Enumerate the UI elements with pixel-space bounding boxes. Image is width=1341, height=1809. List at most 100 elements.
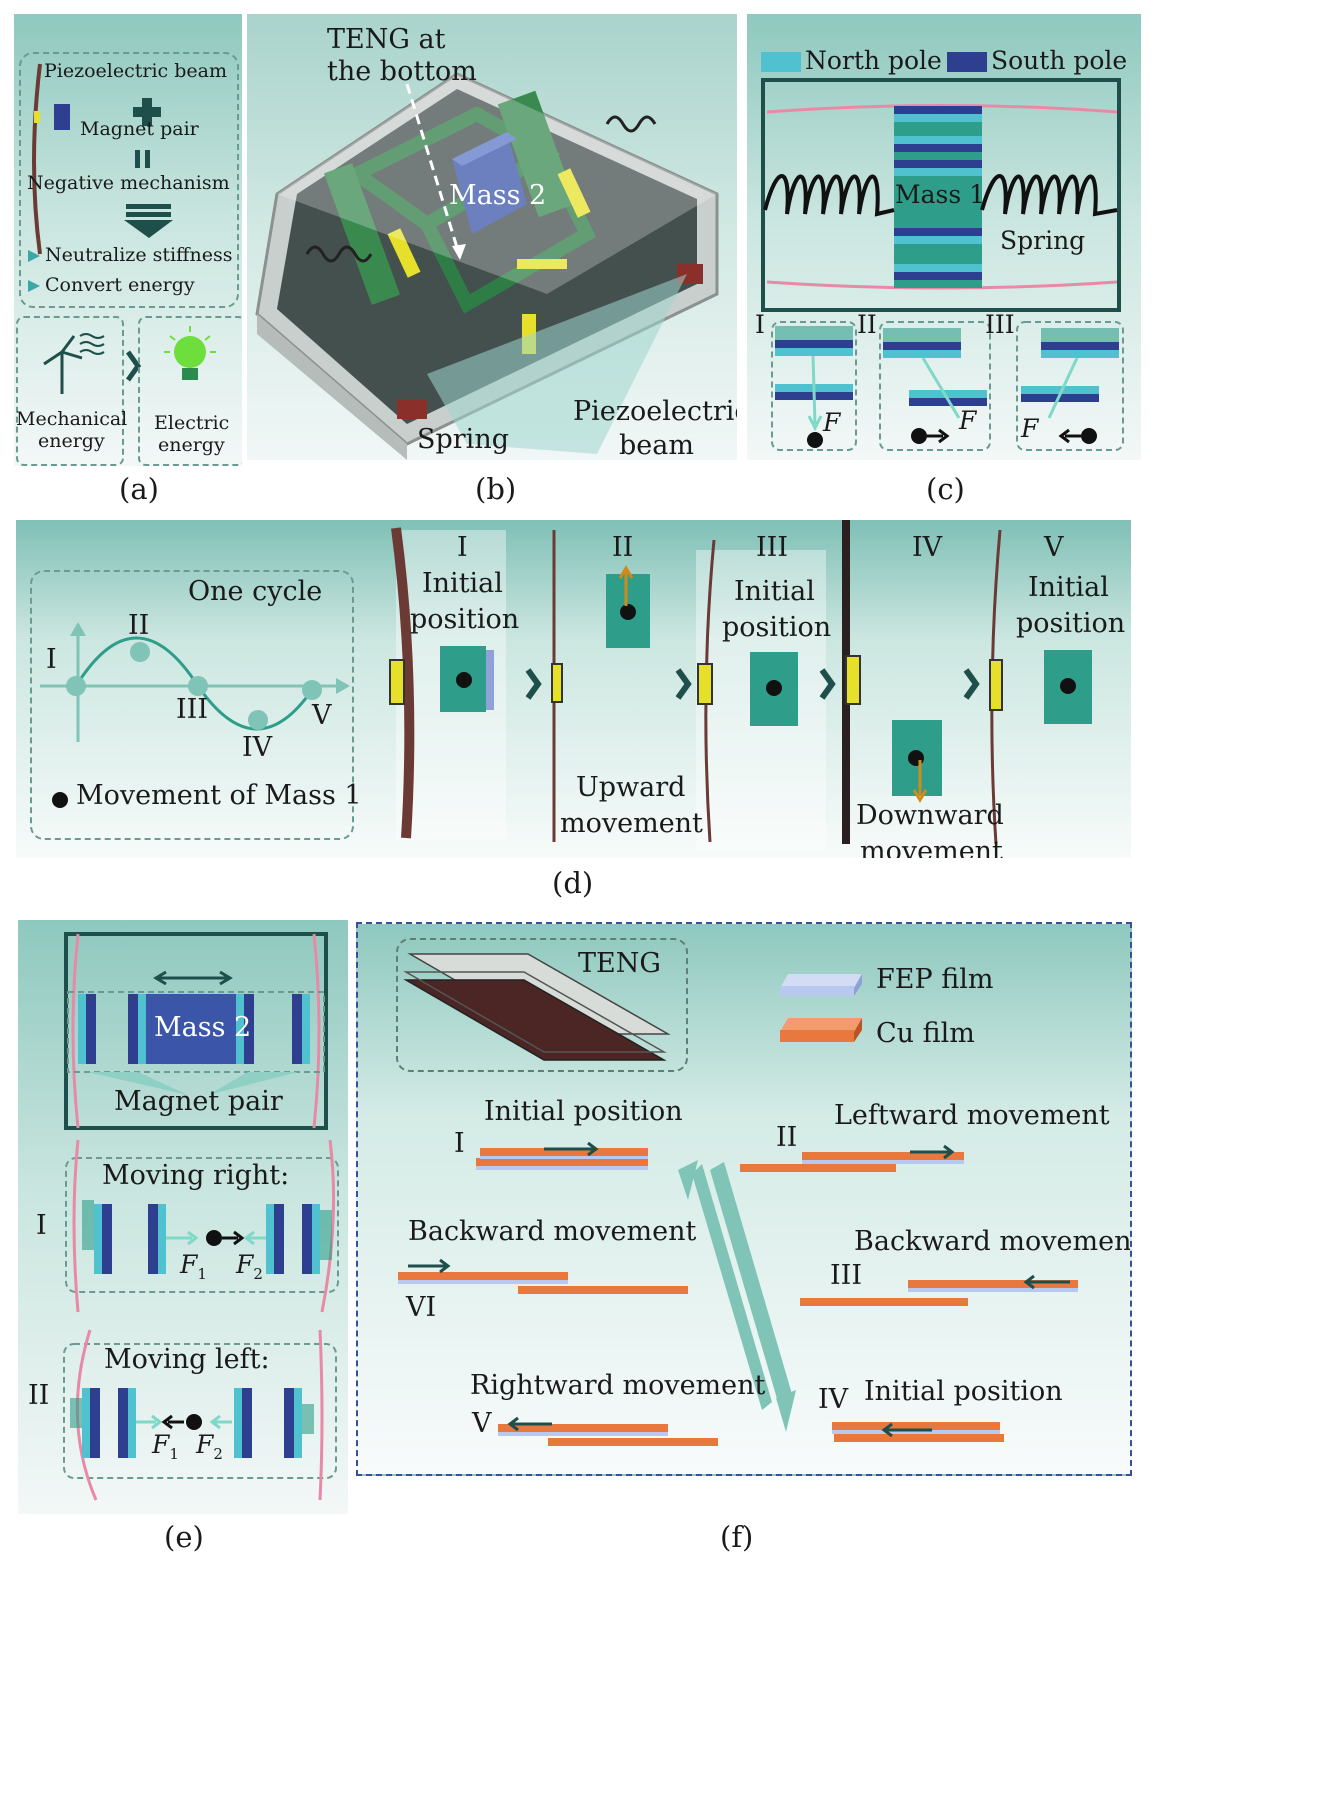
panel-b: TENG at the bottom Mass 2 Spring Piezoel…: [247, 14, 737, 460]
panel-a-graphics: [28, 63, 216, 394]
caption-b: (b): [475, 472, 517, 506]
stage-3-line2: position: [722, 612, 832, 643]
state-4-roman: IV: [818, 1384, 849, 1415]
lightbulb-icon: [164, 326, 216, 380]
moving-left-title: Moving left:: [104, 1344, 270, 1375]
f1-label-2: F1: [152, 1430, 179, 1463]
north-pole-label: North pole: [805, 46, 942, 75]
cycle-double-arrow: [678, 1160, 796, 1432]
caption-a: (a): [119, 472, 159, 506]
down-arrow-icon: [124, 204, 173, 238]
panel-d: One cycle I II III IV V Movement of Mass…: [16, 520, 1131, 858]
stage-3-line1: Initial: [734, 576, 815, 607]
mass-2-label: Mass 2: [154, 1012, 252, 1043]
cycle-box: [30, 570, 354, 840]
cycle-legend: Movement of Mass 1: [76, 780, 362, 811]
cycle-point-4: IV: [242, 732, 273, 763]
upward-label-2: movement: [560, 808, 703, 839]
neutralize-label: Neutralize stiffness: [45, 244, 233, 266]
teng-inset-box: [396, 938, 688, 1072]
caption-d: (d): [552, 866, 594, 900]
force-label-1: F: [823, 408, 841, 437]
panel-f-graphics: [398, 953, 1078, 1446]
mass-2-label: Mass 2: [449, 180, 547, 211]
piezo-beam-label-2: beam: [619, 430, 694, 460]
concept-box: [19, 52, 239, 308]
wind-turbine-icon: [43, 333, 105, 394]
teng-label: TENG: [578, 948, 661, 979]
f2-label-2: F2: [196, 1430, 223, 1463]
cu-label: Cu film: [876, 1018, 975, 1049]
caption-c: (c): [926, 472, 965, 506]
convert-label: Convert energy: [45, 274, 195, 296]
cycle-title: One cycle: [188, 576, 323, 607]
piezo-beam-label: Piezoelectric: [573, 396, 737, 427]
f2-label: F2: [236, 1250, 263, 1283]
fep-label: FEP film: [876, 964, 994, 995]
state-6-roman: VI: [406, 1292, 437, 1323]
panel-a: Piezoelectric beam Magnet pair Negative …: [14, 14, 242, 466]
panel-c: North pole South pole Mass 1 Spring I II…: [747, 14, 1141, 460]
electric-box: [138, 316, 242, 466]
spring-label: Spring: [417, 424, 509, 455]
teng-label: TENG at: [327, 24, 446, 55]
stage-5-line2: position: [1016, 608, 1126, 639]
state-2-label: Leftward movement: [834, 1100, 1110, 1131]
mass-1-frame: [761, 78, 1121, 312]
panel-d-graphics: [40, 520, 1092, 850]
equals-icon: [135, 150, 140, 168]
chevron-right-icon: [125, 350, 142, 382]
state-3-roman: III: [830, 1260, 862, 1291]
case-label-2: II: [28, 1380, 50, 1411]
panel-c-graphics: [761, 52, 1124, 451]
state-5-roman: V: [472, 1408, 492, 1439]
panel-e-graphics: [63, 932, 339, 1501]
f1-label: F1: [180, 1250, 207, 1283]
stage-2-roman: II: [612, 532, 634, 563]
stage-4-roman: IV: [912, 532, 943, 563]
cycle-point-2: II: [128, 610, 150, 641]
cu-swatch: [780, 1018, 862, 1042]
north-pole-swatch: [761, 52, 801, 72]
moving-right-title: Moving right:: [102, 1160, 290, 1191]
state-3-label: Backward movement: [854, 1226, 1132, 1257]
magnet-icon: [54, 104, 70, 130]
cycle-point-1: I: [46, 644, 57, 675]
state-2-roman: II: [776, 1122, 798, 1153]
cycle-point-5: V: [312, 700, 332, 731]
stage-1-line1: Initial: [422, 568, 503, 599]
magnet-pair-label: Magnet pair: [80, 118, 199, 140]
fep-swatch: [780, 974, 862, 996]
cycle-point-3: III: [176, 694, 208, 725]
plus-icon: [133, 98, 161, 126]
panel-e: Mass 2 Magnet pair Moving right: I F1 F2…: [18, 920, 348, 1514]
case-label-1: I: [755, 310, 765, 339]
device-illustration: [255, 72, 719, 460]
caption-e: (e): [164, 1520, 204, 1554]
state-4-label: Initial position: [864, 1376, 1063, 1407]
beam-label: Piezoelectric beam: [44, 60, 227, 82]
negative-mechanism-label: Negative mechanism: [27, 172, 230, 194]
bullet-arrow-icon-2: [28, 280, 40, 292]
teng-panel: [427, 274, 687, 454]
case-label-1: I: [36, 1210, 47, 1241]
mechanical-box: [16, 316, 124, 466]
mass-2-block: [146, 994, 236, 1064]
upward-label: Upward: [576, 772, 686, 803]
downward-label-2: movement: [860, 836, 1003, 858]
force-label-3: F: [1021, 414, 1039, 443]
downward-label: Downward: [856, 800, 1004, 831]
piezo-beam-icon: [32, 63, 42, 255]
state-1-roman: I: [454, 1128, 465, 1159]
spring-icon: [305, 115, 657, 263]
electric-label-2: energy: [158, 434, 225, 456]
mechanical-label: Mechanical: [16, 408, 128, 430]
mechanical-label-2: energy: [38, 430, 105, 452]
case-label-2: II: [857, 310, 877, 339]
panel-f: TENG FEP film Cu film Initial position I…: [356, 922, 1132, 1476]
case-label-3: III: [985, 310, 1015, 339]
magnet-pair-label: Magnet pair: [114, 1086, 283, 1117]
stage-5-roman: V: [1044, 532, 1064, 563]
south-pole-swatch: [947, 52, 987, 72]
state-5-label: Rightward movement: [470, 1370, 766, 1401]
